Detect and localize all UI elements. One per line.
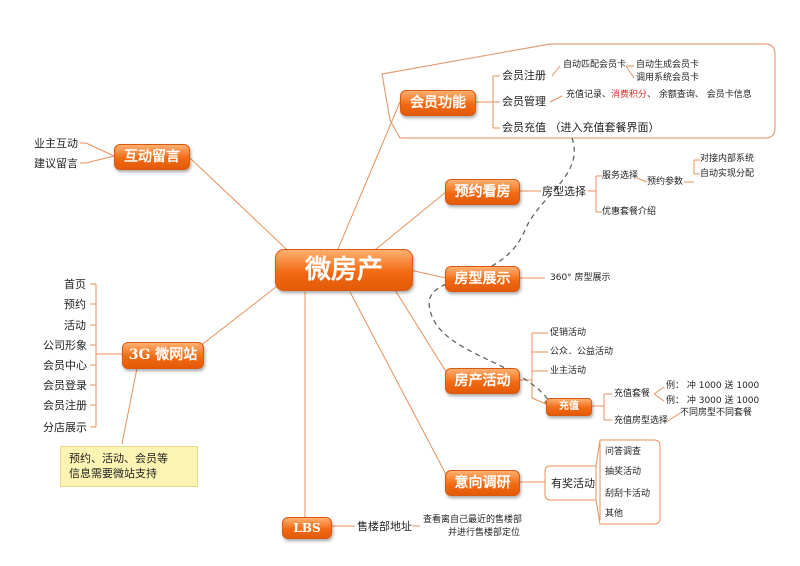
recharge-house-select: 充值房型选择 bbox=[614, 416, 669, 426]
recharge-node[interactable]: 充值 bbox=[546, 398, 592, 416]
service-select: 服务选择 bbox=[602, 171, 639, 181]
booking-params: 预约参数 bbox=[647, 177, 684, 187]
dashed-arrow bbox=[428, 137, 575, 403]
activity-owner: 业主活动 bbox=[550, 366, 587, 376]
internal-system: 对接内部系统 bbox=[700, 154, 755, 164]
center-node[interactable]: 微房产 bbox=[275, 249, 413, 291]
site-item-company: 公司形象 bbox=[43, 339, 87, 352]
lbs-note-line1: 查看离自己最近的售楼部 bbox=[423, 515, 523, 525]
site3g-note: 预约、活动、会员等 信息需要微站支持 bbox=[60, 446, 198, 487]
site-item-register: 会员注册 bbox=[43, 399, 87, 412]
booking-node[interactable]: 预约看房 bbox=[445, 179, 520, 205]
member-node[interactable]: 会员功能 bbox=[400, 90, 476, 116]
package-intro: 优惠套餐介绍 bbox=[602, 207, 657, 217]
activity-node[interactable]: 房产活动 bbox=[445, 368, 520, 394]
member-recharge: 会员充值 （进入充值套餐界面） bbox=[502, 121, 660, 134]
activity-public: 公众．公益活动 bbox=[550, 347, 614, 357]
lottery-bracket bbox=[544, 465, 597, 501]
interact-owner: 业主互动 bbox=[34, 137, 78, 150]
site-item-login: 会员登录 bbox=[43, 379, 87, 392]
lbs-note-line2: 并进行售楼部定位 bbox=[448, 528, 521, 538]
manage-points: 消费积分 bbox=[611, 90, 648, 100]
lbs-node[interactable]: LBS bbox=[282, 517, 332, 539]
survey-node[interactable]: 意向调研 bbox=[445, 470, 520, 496]
activity-promo: 促销活动 bbox=[550, 328, 587, 338]
member-callout-box bbox=[381, 43, 776, 139]
site-item-activity: 活动 bbox=[64, 319, 86, 332]
site-item-branches: 分店展示 bbox=[43, 421, 87, 434]
manage-record: 充值记录、 bbox=[566, 90, 612, 100]
survey-qa: 问答调查 bbox=[605, 447, 642, 457]
site-item-home: 首页 bbox=[64, 278, 86, 291]
interact-node[interactable]: 互动留言 bbox=[114, 144, 190, 170]
recharge-example-2: 例： 冲 3000 送 1000 bbox=[666, 396, 760, 406]
booking-house-select: 房型选择 bbox=[542, 185, 586, 198]
survey-scratch: 刮刮卡活动 bbox=[605, 489, 651, 499]
lbs-address: 售楼部地址 bbox=[357, 520, 412, 533]
manage-rest: 、 余额查询、 会员卡信息 bbox=[647, 90, 752, 100]
member-register: 会员注册 bbox=[502, 69, 546, 82]
member-manage: 会员管理 bbox=[502, 95, 546, 108]
site-item-member-center: 会员中心 bbox=[43, 359, 87, 372]
recharge-example-1: 例： 冲 1000 送 1000 bbox=[666, 381, 760, 391]
interact-suggest: 建议留言 bbox=[34, 157, 78, 170]
system-card: 调用系统会员卡 bbox=[636, 73, 700, 83]
auto-generate-card: 自动生成会员卡 bbox=[636, 60, 700, 70]
house-type-360: 360° 房型展示 bbox=[550, 273, 611, 283]
recharge-house-note: 不同房型不同套餐 bbox=[680, 408, 753, 418]
survey-other: 其他 bbox=[605, 509, 624, 519]
recharge-package: 充值套餐 bbox=[614, 389, 651, 399]
manage-details: 充值记录、消费积分、 余额查询、 会员卡信息 bbox=[566, 90, 752, 101]
auto-assign: 自动实现分配 bbox=[700, 169, 755, 179]
site-item-booking: 预约 bbox=[64, 298, 86, 311]
house-type-node[interactable]: 房型展示 bbox=[445, 266, 520, 292]
site3g-note-line1: 预约、活动、会员等 bbox=[69, 452, 168, 465]
auto-match-card: 自动匹配会员卡 bbox=[563, 60, 627, 70]
lottery-label: 有奖活动 bbox=[551, 477, 595, 490]
site3g-note-line2: 信息需要微站支持 bbox=[69, 467, 157, 481]
site3g-node[interactable]: 3G 微网站 bbox=[122, 342, 204, 369]
survey-lottery: 抽奖活动 bbox=[605, 467, 642, 477]
